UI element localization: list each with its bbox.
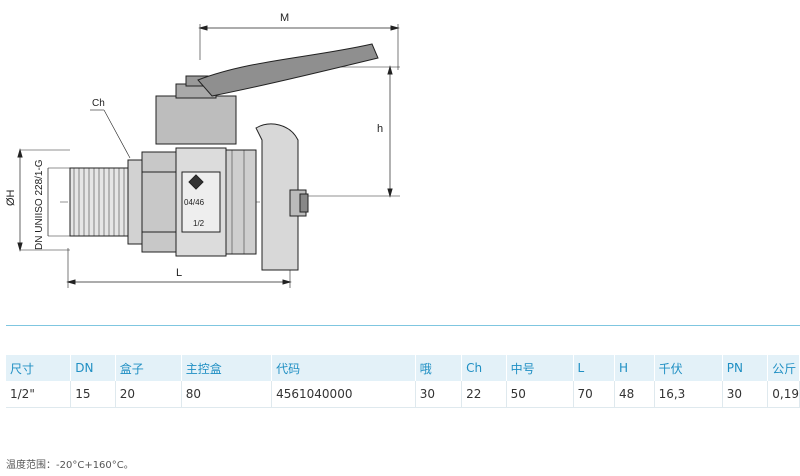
dim-m-label: M bbox=[280, 12, 289, 24]
dim-l-label: L bbox=[176, 267, 182, 279]
header-master-box: 主控盒 bbox=[181, 355, 273, 381]
header-l: L bbox=[573, 355, 616, 381]
header-kv: 千伏 bbox=[654, 355, 723, 381]
header-dn: DN bbox=[70, 355, 116, 381]
dim-dn-label: DN UNIISO 228/1-G bbox=[34, 159, 45, 250]
cell-oh: 30 bbox=[415, 381, 463, 408]
temperature-note: 温度范围：-20°C+160°C。 bbox=[6, 460, 134, 471]
valve-technical-drawing: M h L ØH DN UNIISO 228/1-G Ch 04/46 1/2 bbox=[5, 12, 400, 288]
header-code: 代码 bbox=[271, 355, 416, 381]
cell-code: 4561040000 bbox=[271, 381, 416, 408]
cell-l: 70 bbox=[573, 381, 616, 408]
section-divider bbox=[6, 325, 800, 326]
cell-medium: 50 bbox=[506, 381, 574, 408]
body-code-label: 04/46 bbox=[184, 198, 205, 207]
spec-table: 尺寸 DN 盒子 主控盒 代码 哦 Ch 中号 L H 千伏 PN 公斤 1/2… bbox=[6, 355, 800, 408]
header-h: H bbox=[614, 355, 655, 381]
header-pn: PN bbox=[722, 355, 769, 381]
header-size: 尺寸 bbox=[6, 355, 72, 381]
spec-table-header-row: 尺寸 DN 盒子 主控盒 代码 哦 Ch 中号 L H 千伏 PN 公斤 bbox=[6, 355, 800, 381]
cell-h: 48 bbox=[614, 381, 655, 408]
dim-oh-label: ØH bbox=[5, 189, 17, 206]
callout-ch-label: Ch bbox=[92, 98, 105, 109]
header-kg: 公斤 bbox=[767, 355, 800, 381]
dim-h-label: h bbox=[377, 123, 383, 135]
header-medium: 中号 bbox=[506, 355, 574, 381]
cell-dn: 15 bbox=[70, 381, 116, 408]
table-row: 1/2" 15 20 80 4561040000 30 22 50 70 48 … bbox=[6, 381, 800, 408]
body-size-label: 1/2 bbox=[193, 219, 205, 228]
cell-box: 20 bbox=[115, 381, 182, 408]
cell-master-box: 80 bbox=[181, 381, 273, 408]
cell-pn: 30 bbox=[722, 381, 769, 408]
cell-kg: 0,19 bbox=[767, 381, 800, 408]
cell-kv: 16,3 bbox=[654, 381, 723, 408]
header-box: 盒子 bbox=[115, 355, 182, 381]
header-oh: 哦 bbox=[415, 355, 463, 381]
header-ch: Ch bbox=[461, 355, 507, 381]
cell-size: 1/2" bbox=[6, 381, 72, 408]
cell-ch: 22 bbox=[461, 381, 507, 408]
